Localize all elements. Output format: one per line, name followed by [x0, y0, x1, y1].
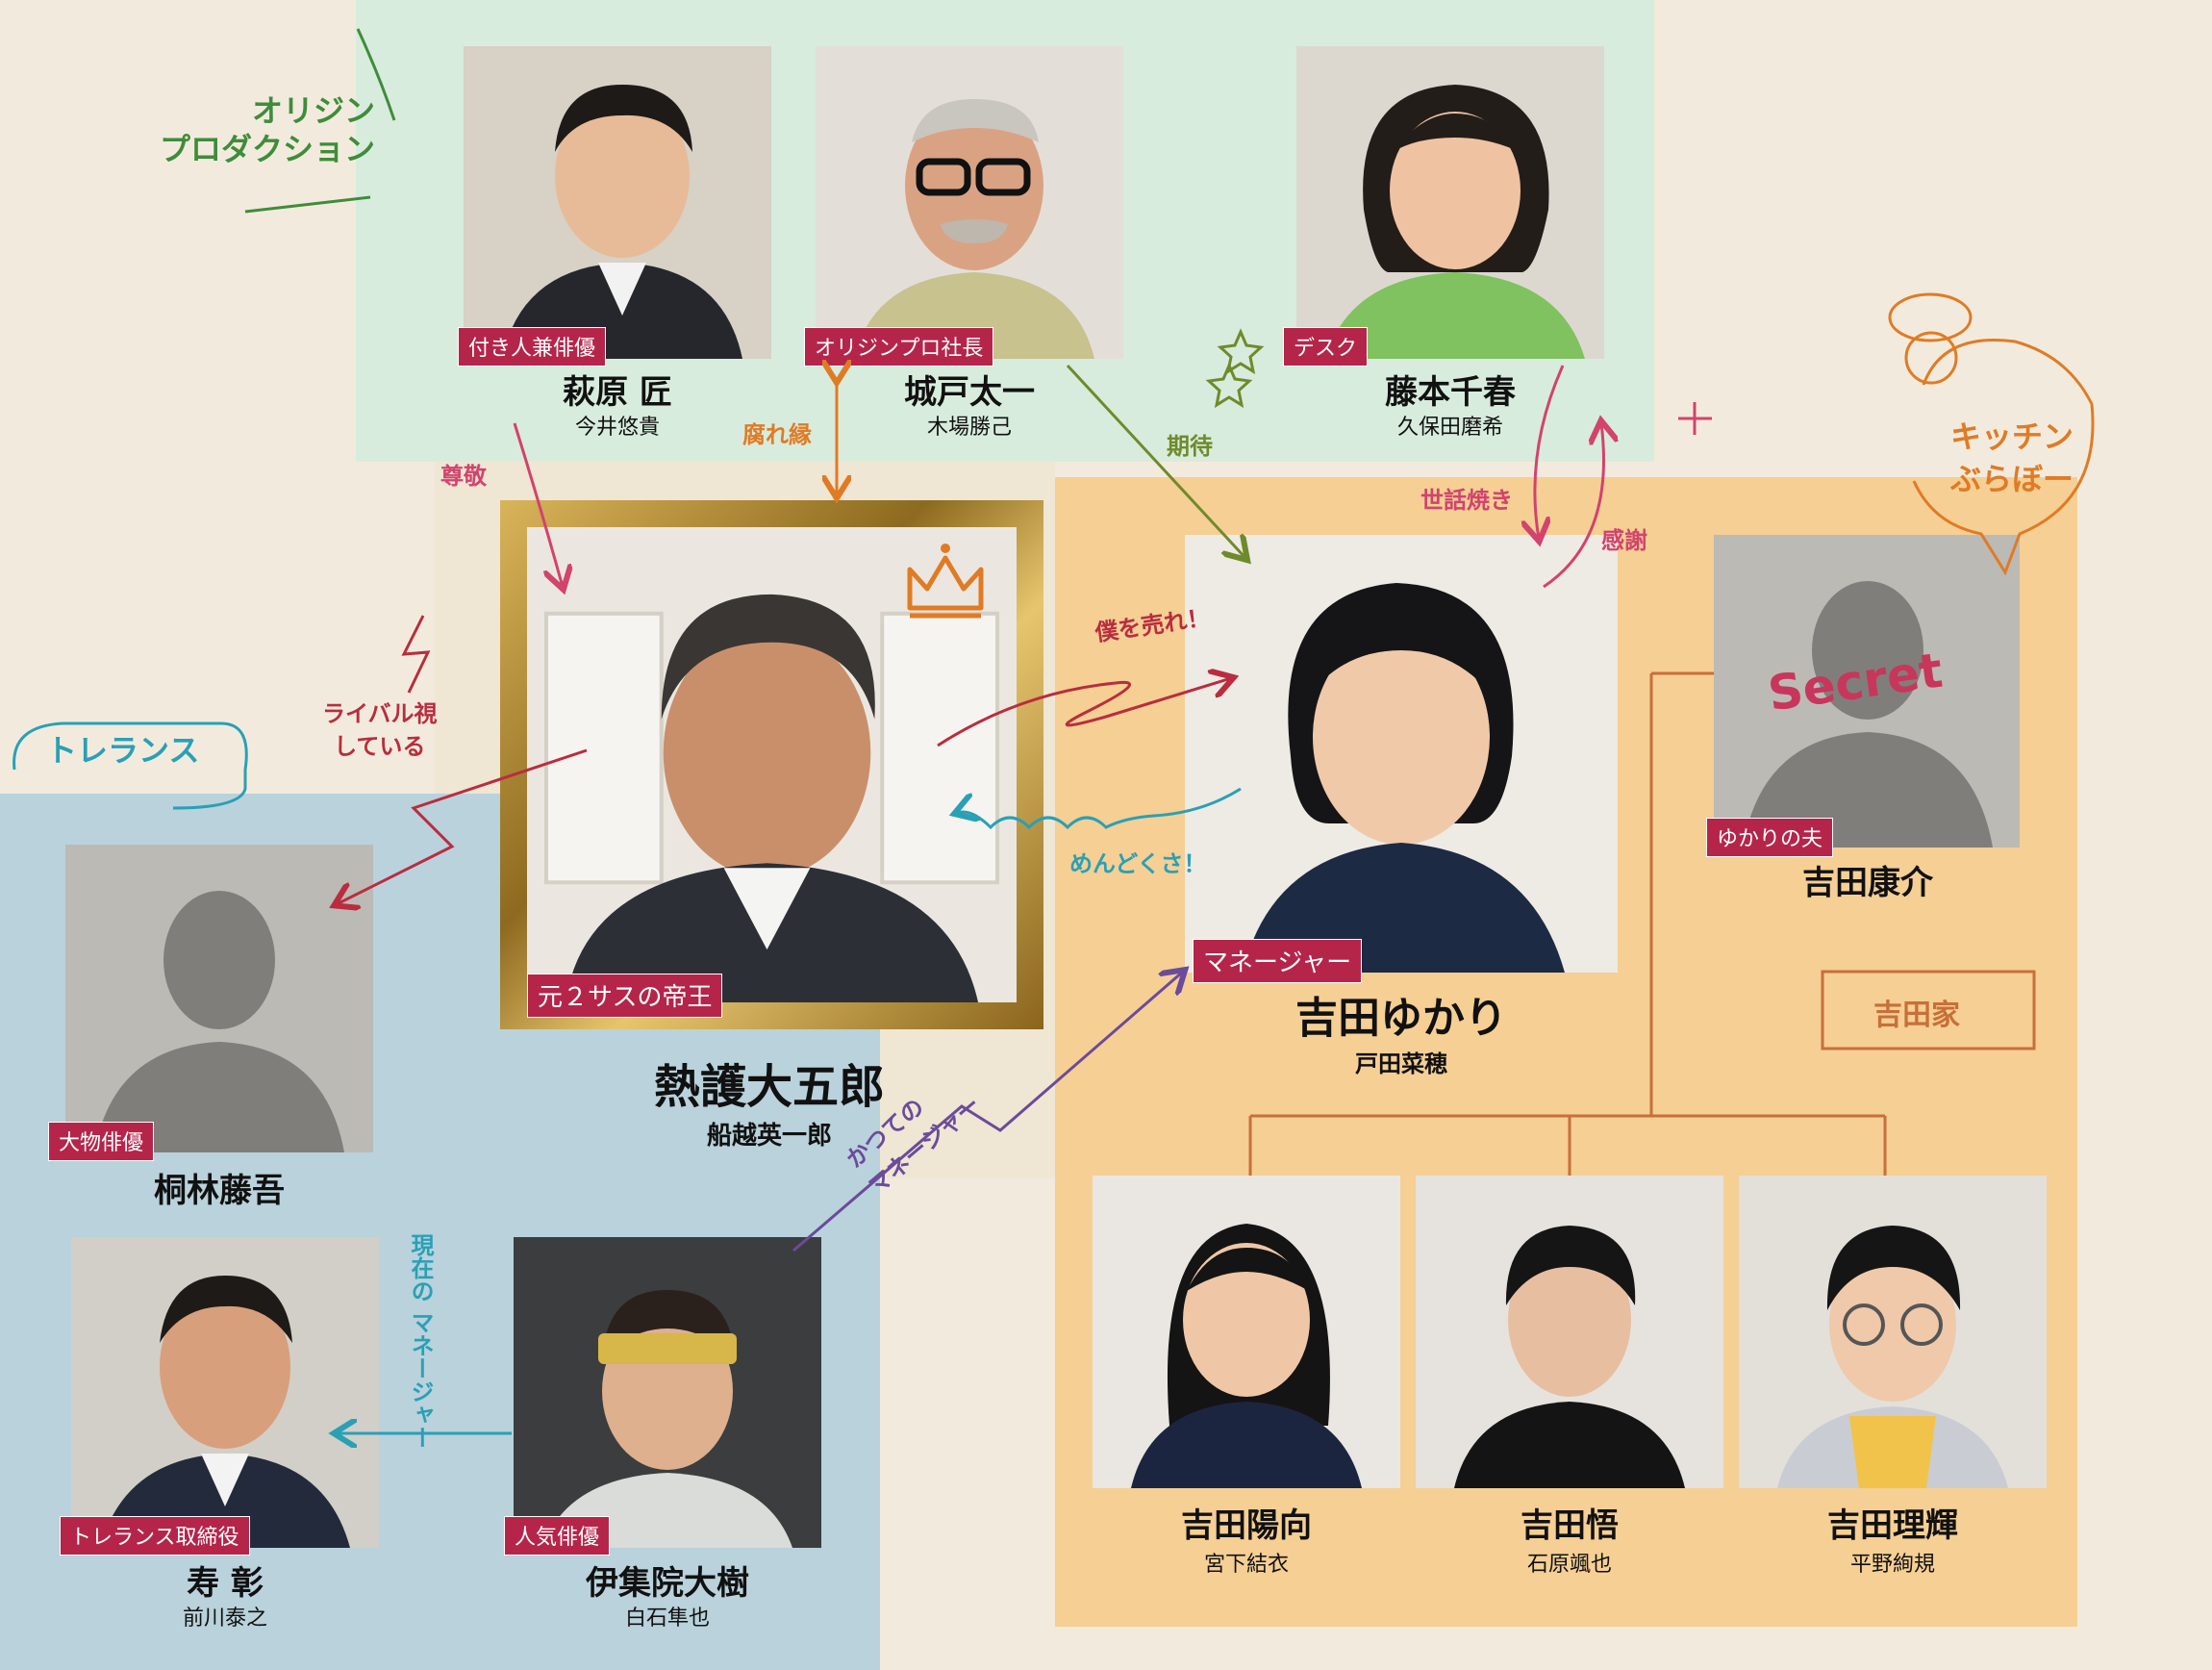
hinata-name: 吉田陽向	[1181, 1506, 1312, 1545]
ijuin-actor: 白石隼也	[624, 1607, 710, 1631]
kido-name: 城戸太一	[904, 373, 1035, 412]
fujimoto-role-tag: デスク	[1283, 327, 1369, 367]
kitchen-label-line2: ぶらぼー	[1950, 461, 2074, 497]
crown-icon	[907, 544, 984, 619]
fujimoto-name: 藤本千春	[1385, 373, 1516, 412]
label-rival-line1: ライバル視	[322, 700, 438, 727]
kido-role-tag: オリジンプロ社長	[804, 327, 994, 367]
label-genzai-line2: マネージャー	[407, 1310, 434, 1450]
satoru-name: 吉田悟	[1521, 1506, 1619, 1545]
ijuin-name: 伊集院大樹	[586, 1564, 749, 1603]
kitchen-label: キッチン ぶらぼー	[1950, 416, 2074, 500]
hinata-actor: 宮下結衣	[1203, 1553, 1289, 1577]
label-kansha: 感謝	[1601, 527, 1647, 554]
kosuke-name: 吉田康介	[1802, 864, 1933, 902]
netsugo-frame	[500, 500, 1043, 1029]
label-rival: ライバル視 している	[322, 697, 438, 763]
label-kusareen: 腐れ縁	[742, 421, 812, 448]
kitchen-label-line1: キッチン	[1950, 418, 2074, 455]
origin-production-label: オリジン プロダクション	[160, 91, 375, 168]
label-genzai: 現在の マネージャー	[404, 1233, 437, 1449]
ijuin-role-tag: 人気俳優	[504, 1516, 611, 1556]
label-sonkei: 尊敬	[440, 463, 487, 490]
kosuke-photo	[1714, 535, 2020, 848]
label-sewayaki: 世話焼き	[1420, 487, 1513, 514]
yukari-role-tag: マネージャー	[1193, 939, 1363, 983]
kotobuki-name: 寿 彰	[187, 1564, 264, 1603]
kido-photo	[816, 46, 1123, 359]
yukari-actor: 戸田菜穂	[1355, 1050, 1447, 1077]
riki-name: 吉田理輝	[1827, 1506, 1958, 1545]
hagiwara-role-tag: 付き人兼俳優	[458, 327, 607, 367]
label-kitai: 期待	[1167, 433, 1213, 460]
kotobuki-photo	[71, 1237, 379, 1548]
kosuke-role-tag: ゆかりの夫	[1706, 818, 1834, 857]
ijuin-photo	[514, 1237, 821, 1548]
kiribayashi-name: 桐林藤吾	[154, 1172, 285, 1210]
kiribayashi-role-tag: 大物俳優	[48, 1122, 155, 1161]
netsugo-photo	[527, 527, 1017, 1002]
satoru-actor: 石原颯也	[1526, 1553, 1612, 1577]
kotobuki-actor: 前川泰之	[182, 1607, 267, 1631]
satoru-photo	[1416, 1176, 1723, 1488]
tolerance-label: トレランス	[46, 732, 200, 769]
kiribayashi-photo	[65, 845, 373, 1152]
kotobuki-role-tag: トレランス取締役	[60, 1516, 250, 1556]
yukari-photo	[1185, 535, 1618, 973]
riki-actor: 平野絢規	[1849, 1553, 1935, 1577]
yukari-name: 吉田ゆかり	[1295, 994, 1507, 1043]
riki-photo	[1739, 1176, 2047, 1488]
netsugo-role-tag: 元２サスの帝王	[527, 974, 723, 1018]
hagiwara-name: 萩原 匠	[563, 373, 672, 412]
fujimoto-actor: 久保田磨希	[1396, 416, 1503, 440]
origin-label-line2: プロダクション	[159, 131, 375, 167]
label-mendokusa: めんどくさ！	[1069, 850, 1207, 877]
fujimoto-photo	[1296, 46, 1604, 359]
hinata-photo	[1093, 1176, 1400, 1488]
origin-label-line1: オリジン	[251, 92, 375, 129]
kido-actor: 木場勝己	[926, 416, 1012, 440]
hagiwara-photo	[464, 46, 771, 359]
label-genzai-line1: 現在の	[407, 1233, 434, 1303]
hagiwara-actor: 今井悠貴	[574, 416, 660, 440]
label-rival-line2: している	[334, 733, 426, 760]
yoshida-family-label: 吉田家	[1873, 999, 1960, 1032]
